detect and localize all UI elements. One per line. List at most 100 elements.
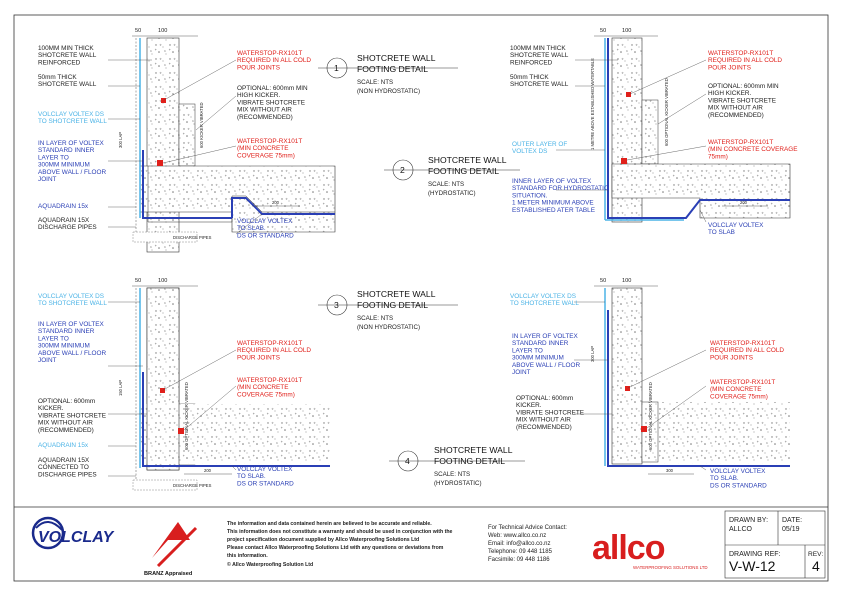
detail-2-waterstop-2-label-line: 75mm) [708,153,728,160]
detail-4-inner-layer-label-line: IN LAYER OF VOLTEX [512,333,579,340]
detail-3-waterstop-2-label-line: WATERSTOP-RX101T [237,377,302,384]
leaders [556,59,707,223]
detail-1-inner-layer-label-line: STANDARD INNER [38,147,95,154]
drawing-ref-label: DRAWING REF: [729,551,781,558]
leaders [108,59,263,235]
detail-2-outer-layer-label-line: OUTER LAYER OF [512,141,567,148]
detail-3-optional-label-line: KICKER. [38,405,64,412]
dim-100: 100 [158,28,167,34]
detail-1-waterstop-2-label-line: WATERSTOP-RX101T [237,138,302,145]
detail-2-outer-layer-label-line: VOLTEX DS [512,148,547,155]
detail-3-slab-label-line: TO SLAB. [237,473,266,480]
date-value: 05/19 [782,526,800,533]
contact-block: For Technical Advice Contact: Web: www.a… [488,525,567,563]
detail-1-waterstop-label-line: REQUIRED IN ALL COLD [237,57,311,64]
detail-1-aquadrain-connected-label-line: DISCHARGE PIPES [38,224,97,231]
detail-2-inner-layer-label-line: 1 METER MINIMUM ABOVE [512,200,594,207]
footing [611,163,791,219]
detail-4-slab-label-line: TO SLAB. [710,475,739,482]
detail-3-inner-layer-label-line: STANDARD INNER [38,328,95,335]
title-line-1: SHOTCRETE WALL [357,289,436,299]
detail-1-optional-label-line: (RECOMMENDED) [237,114,293,121]
detail-3-aquadrain-connected-label-line: AQUADRAIN 15X [38,457,90,464]
waterstop-marker [626,92,631,97]
detail-3-waterstop-2-label-line: (MIN CONCRETE [237,384,288,391]
dim-300: 300 [666,468,674,473]
voltex-inner-layer [607,310,790,467]
kicker-label: 600 OPTIONAL KICKER VIBRATED [664,78,669,146]
shotcrete-wall [611,287,643,465]
detail-4-waterstop-label-line: REQUIRED IN ALL COLD [710,347,784,354]
title-line-2: FOOTING DETAIL [357,300,428,310]
detail-1-aquadrain-label: AQUADRAIN 15x [38,203,89,210]
detail-4-optional-label-line: OPTIONAL: 600mm [516,395,573,402]
detail-1-inner-layer-label-line: JOINT [38,176,57,183]
detail-2-inner-layer-label-line: SITUATION. [512,192,548,199]
detail-3-optional-label-line: (RECOMMENDED) [38,427,94,434]
disclaimer-line-4: Please contact Allco Waterproofing Solut… [227,545,444,551]
detail-1-inner-layer-label-line: 300MM MINIMUM [38,162,90,169]
detail-3-waterstop-label-line: POUR JOINTS [237,354,280,361]
detail-4-waterstop-2-label-line: (MIN CONCRETE [710,386,761,393]
detail-3-waterstop-label-line: REQUIRED IN ALL COLD [237,347,311,354]
detail-2-waterstop-2-label-line: (MIN CONCRETE COVERAGE [708,146,797,153]
detail-4-inner-layer-label-line: STANDARD INNER [512,340,569,347]
shotcrete-wall [146,37,180,253]
detail-1-slab-label-line: TO SLAB. [237,225,266,232]
allco-logo: allco WATERPROOFING SOLUTIONS LTD [592,529,708,570]
detail-3-inner-layer-label-line: IN LAYER OF VOLTEX [38,321,105,328]
waterstop-marker [161,98,166,103]
title-line-1: SHOTCRETE WALL [357,53,436,63]
rev-value: 4 [812,558,820,574]
title-line-2: FOOTING DETAIL [357,64,428,74]
branz-wordmark: BRANZ Appraised [144,571,193,577]
detail-3-optional-label-line: VIBRATE SHOTCRETE [38,412,106,419]
detail-2-slab-label-line: VOLCLAY VOLTEX [708,222,764,229]
detail-1-wall-labels-line: REINFORCED [38,59,81,66]
detail-3-aquadrain-label: AQUADRAIN 15x [38,442,89,449]
detail-3-waterstop-label-line: WATERSTOP-RX101T [237,340,302,347]
detail-2-inner-layer-label-line: INNER LAYER OF VOLTEX [512,178,592,185]
branz-logo: BRANZ Appraised [144,522,198,577]
detail-1-slab-label-line: DS OR STANDARD [237,232,294,239]
dim-200: 200 [740,200,748,205]
drawing-ref-value: V-W-12 [729,558,776,574]
detail-1-voltex-ds-label-line: VOLCLAY VOLTEX DS [38,111,104,118]
detail-4-waterstop-2-label-line: WATERSTOP-RX101T [710,379,775,386]
contact-web[interactable]: Web: www.allco.co.nz [488,533,546,539]
detail-2-wall-labels-line: SHOTCRETE WALL [510,52,569,59]
detail-4-optional-label-line: MIX WITHOUT AIR [516,417,571,424]
title-line-2: FOOTING DETAIL [428,166,499,176]
detail-2-optional-label-line: HIGH KICKER. [708,90,752,97]
detail-3-aquadrain-connected-label-line: DISCHARGE PIPES [38,471,97,478]
waterstop-marker-2 [178,428,184,434]
sheet-border [13,14,829,582]
detail-1-inner-layer-label-line: LAYER TO [38,154,69,161]
dim-200: 200 [204,468,212,473]
detail-4-optional-label-line: KICKER. [516,402,542,409]
contact-email[interactable]: Email: info@allco.co.nz [488,541,550,547]
detail-4-waterstop-2-label-line: COVERAGE 75mm) [710,393,768,400]
detail-3-inner-layer-label-line: 300MM MINIMUM [38,343,90,350]
detail-4-voltex-ds-label-line: VOLCLAY VOLTEX DS [510,293,576,300]
detail-4-optional-label-line: VIBRATE SHOTCRETE [516,409,584,416]
kicker-label: 600 OPTIONAL KICKER VIBRATED [648,382,653,450]
detail-2-slab-label-line: TO SLAB [708,229,735,236]
detail-2-wall-labels-line: SHOTCRETE WALL [510,81,569,88]
detail-1-waterstop-2-label-line: COVERAGE 75mm) [237,152,295,159]
detail-1-slab-label-line: VOLCLAY VOLTEX [237,218,293,225]
disclaimer-line-5: this information. [227,553,268,559]
detail-1-aquadrain-connected-label-line: AQUADRAIN 15X [38,217,90,224]
detail-4-slab-label-line: VOLCLAY VOLTEX [710,468,766,475]
detail-2-waterstop-2-label-line: WATERSTOP-RX101T [708,139,773,146]
